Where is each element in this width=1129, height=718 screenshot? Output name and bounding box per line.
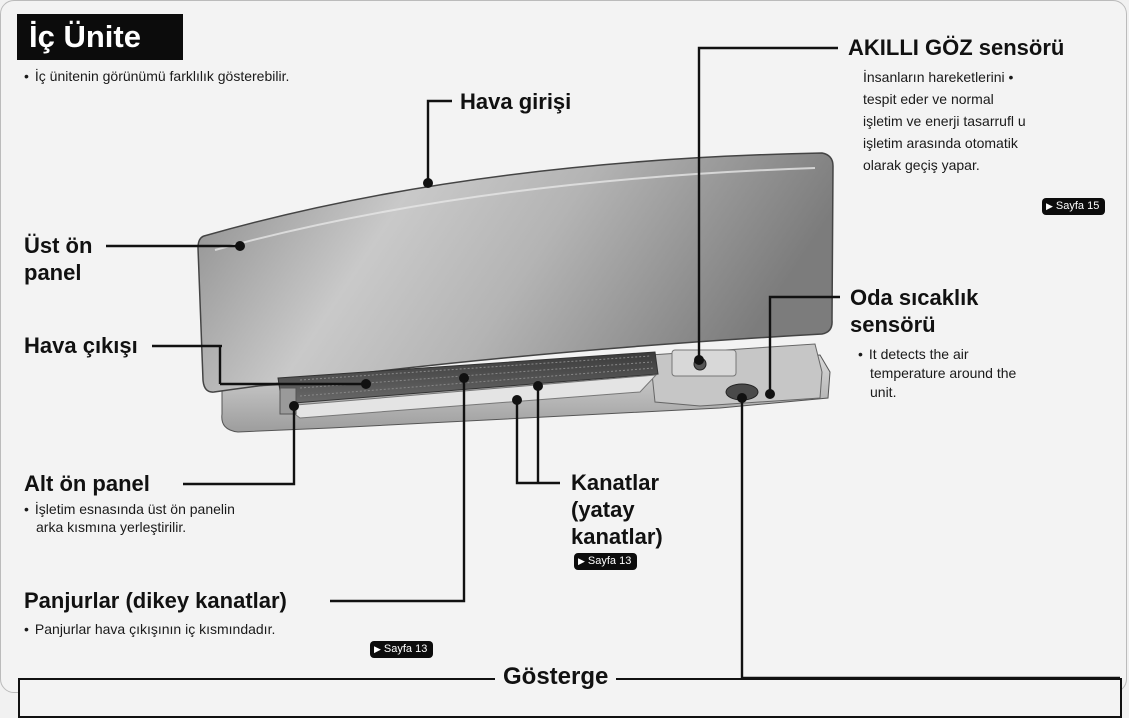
smart-eye-page-badge[interactable]: ▶Sayfa 15 [1042,198,1106,215]
play-icon: ▶ [1046,201,1053,211]
play-icon: ▶ [374,644,381,654]
smart-eye-note-2: tespit eder ve normal [863,91,994,107]
indoor-unit-illustration [106,46,1120,680]
upper-front-panel-label-1: Üst ön [24,233,93,258]
louvers-note: Panjurlar hava çıkışının iç kısmındadır. [24,620,275,638]
play-icon: ▶ [578,556,585,566]
louvers-label: Panjurlar (dikey kanatlar) [24,588,287,613]
upper-front-panel-label-2: panel [24,260,82,285]
lower-front-panel-note-2: arka kısmına yerleştirilir. [36,519,187,535]
appearance-note: İç ünitenin görünümü farklılık gösterebi… [24,67,289,85]
room-temp-note-3: unit. [870,384,897,400]
flaps-page-badge[interactable]: ▶Sayfa 13 [574,553,638,570]
air-outlet-label: Hava çıkışı [24,333,138,358]
room-temp-note-2: temperature around the [870,365,1017,381]
room-temp-note-1: It detects the air [858,345,969,363]
upper-front-panel-shape [197,152,834,393]
flaps-label-2: (yatay [571,497,635,522]
room-temp-sensor-label-2: sensörü [850,312,936,337]
air-inlet-label: Hava girişi [460,89,572,114]
lower-front-panel-label: Alt ön panel [24,471,150,496]
page-title: İç Ünite [17,14,183,60]
smart-eye-sensor-label: AKILLI GÖZ sensörü [848,35,1065,60]
smart-eye-note-5: olarak geçiş yapar. [863,157,980,173]
room-temp-sensor-label-1: Oda sıcaklık [850,285,979,310]
smart-eye-note-1: İnsanların hareketlerini • [863,69,1014,85]
smart-eye-note-4: işletim arasında otomatik [863,135,1018,151]
flaps-label-1: Kanatlar [571,470,660,495]
louvers-page-badge[interactable]: ▶Sayfa 13 [370,641,434,658]
flaps-label-3: kanatlar) [571,524,663,549]
display-section-title: Gösterge [495,663,617,691]
smart-eye-note-3: işletim ve enerji tasarrufl u [863,113,1026,129]
lower-front-panel-note-1: İşletim esnasında üst ön panelin [24,500,235,518]
